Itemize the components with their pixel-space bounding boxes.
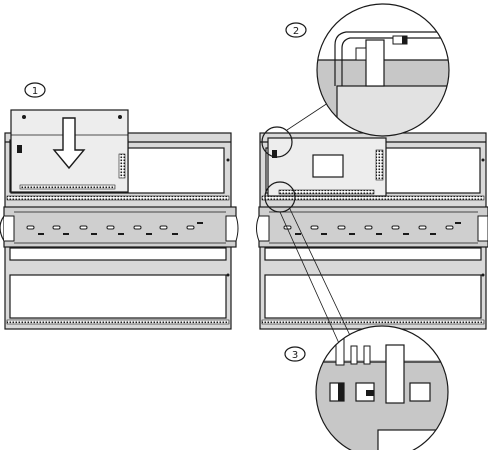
rail-top: [6, 195, 230, 201]
rail-bottom: [6, 319, 230, 325]
step-2-label: 2: [293, 26, 299, 37]
leader-line-3b: [279, 211, 343, 351]
detail-spot-2: [261, 126, 293, 158]
leader-line-3a: [289, 208, 356, 347]
enclosure-right: [256, 132, 488, 330]
terminal-strip-right: [256, 206, 488, 248]
terminal-strip-left: [0, 206, 239, 248]
magnifier-detail-2: [316, 3, 450, 137]
step-1-label: 1: [32, 86, 38, 97]
step-1-marker: 1: [24, 82, 46, 98]
step-3-marker: 3: [284, 346, 306, 362]
step-3-label: 3: [292, 350, 298, 361]
down-arrow-icon: [52, 117, 86, 170]
step-2-marker: 2: [285, 22, 307, 38]
magnifier-detail-3: [315, 325, 449, 450]
